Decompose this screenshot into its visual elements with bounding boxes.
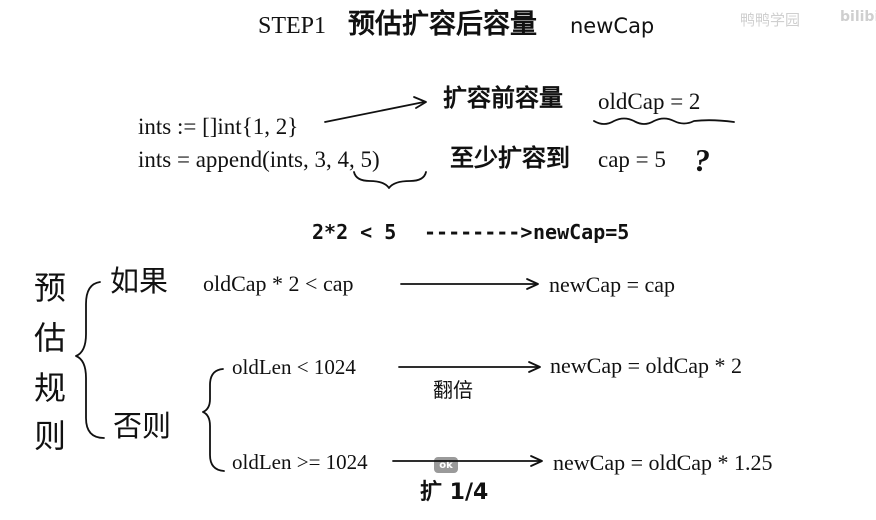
else-result-large: newCap = oldCap * 1.25	[553, 450, 773, 475]
watermark: 鸭鸭学园 bilibili	[740, 10, 876, 29]
wavy-underline-old-cap	[593, 117, 735, 125]
computation-rhs: newCap=5	[533, 220, 630, 244]
min-cap-value: cap = 5	[598, 147, 666, 172]
arrow-head-if	[526, 278, 539, 290]
if-label: 如果	[110, 266, 169, 298]
title-code: newCap	[570, 14, 655, 38]
arrow-head-old-cap	[413, 96, 427, 109]
computation-arrow: -------->	[424, 220, 533, 244]
rules-title-char: 估	[34, 320, 67, 356]
arrow-to-old-cap	[324, 101, 425, 123]
if-result: newCap = cap	[549, 272, 676, 297]
else-result-small: newCap = oldCap * 2	[550, 353, 743, 378]
rules-title-char: 预	[34, 270, 67, 306]
note-quarter: 扩 1/4	[420, 480, 489, 505]
min-cap-label: 至少扩容到	[450, 146, 570, 172]
brace-under-args	[353, 171, 427, 189]
note-double: 翻倍	[433, 380, 473, 402]
code-line-make-slice: ints := []int{1, 2}	[138, 114, 299, 139]
brace-rules	[75, 281, 105, 439]
bilibili-logo-icon: bilibili	[840, 9, 876, 25]
old-cap-value: oldCap = 2	[598, 89, 701, 114]
else-condition-large: oldLen >= 1024	[232, 450, 368, 474]
arrow-head-else-small	[528, 361, 541, 373]
step-label: STEP1	[258, 13, 327, 39]
code-line-append: ints = append(ints, 3, 4, 5)	[138, 147, 380, 172]
question-mark: ?	[694, 142, 710, 178]
watermark-text: 鸭鸭学园	[740, 11, 801, 29]
old-cap-label: 扩容前容量	[443, 86, 563, 112]
rules-title-char: 规	[34, 370, 67, 406]
rules-title-char: 则	[34, 418, 67, 454]
arrow-head-else-large	[530, 455, 543, 467]
else-condition-small: oldLen < 1024	[232, 355, 356, 379]
else-label: 否则	[113, 411, 172, 443]
brace-else	[202, 368, 225, 472]
if-condition: oldCap * 2 < cap	[203, 271, 354, 296]
computation-lhs: 2*2 < 5	[312, 220, 397, 244]
title-heading: 预估扩容后容量	[348, 9, 537, 39]
